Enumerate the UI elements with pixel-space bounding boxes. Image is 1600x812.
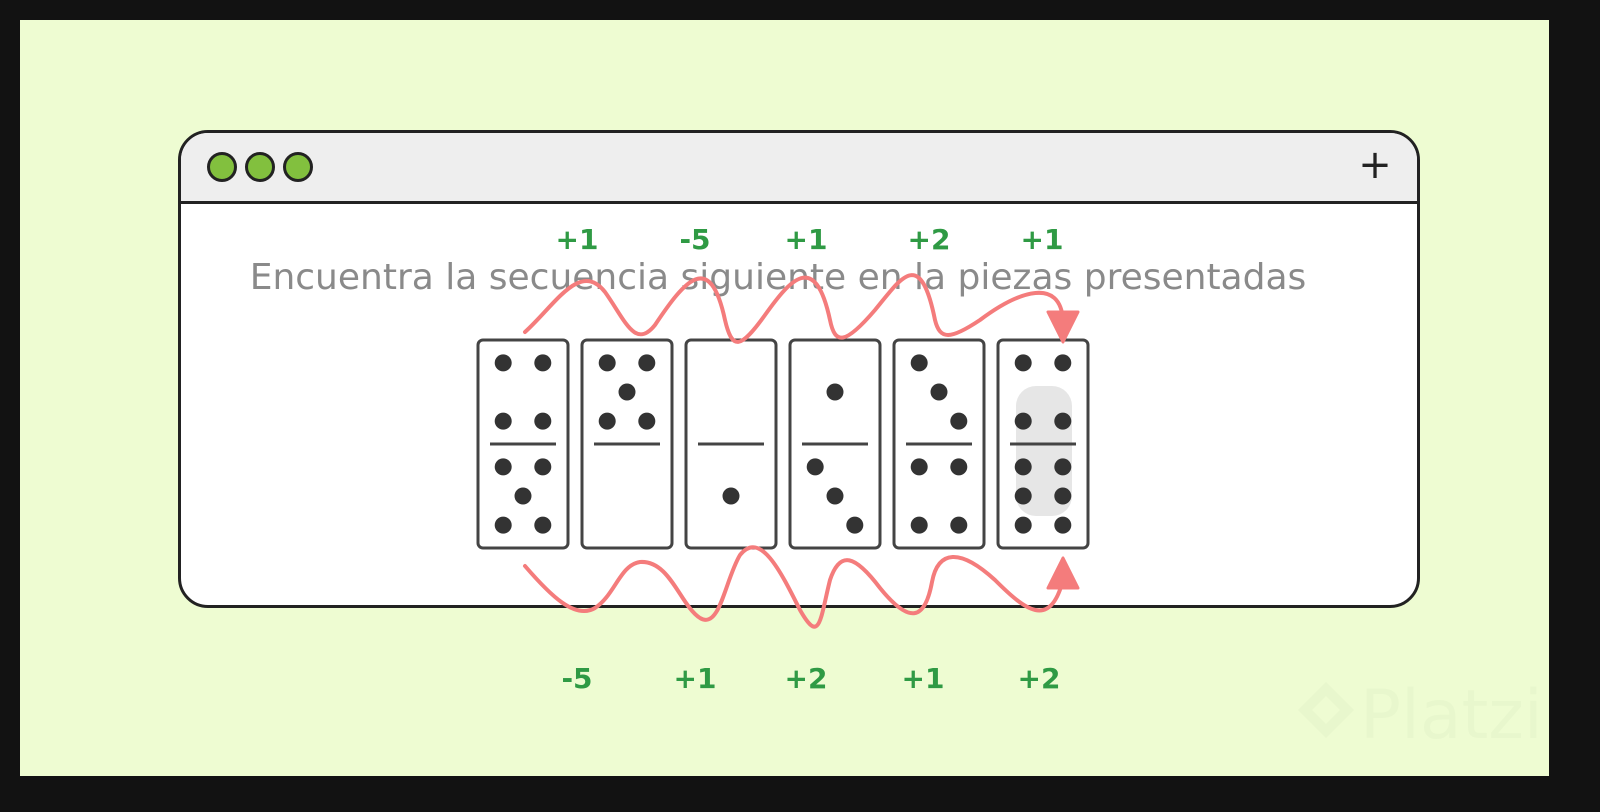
bottom-pip xyxy=(494,516,512,534)
bottom-pip xyxy=(910,516,928,534)
top-pip xyxy=(1014,354,1032,372)
bottom-pip xyxy=(722,487,740,505)
top-pip xyxy=(494,354,512,372)
platzi-watermark: Platzi xyxy=(1298,676,1543,755)
bottom-pip xyxy=(494,458,512,476)
top-pip xyxy=(534,354,552,372)
bottom-pip xyxy=(826,487,844,505)
top-pip xyxy=(1014,412,1032,430)
top-pip xyxy=(638,354,656,372)
bottom-pip xyxy=(1054,458,1072,476)
top-step-label: +2 xyxy=(908,223,951,256)
bottom-sequence-arrow xyxy=(523,545,1065,629)
sequence-arrows xyxy=(523,273,1080,629)
bottom-pip xyxy=(846,516,864,534)
platzi-logo-icon xyxy=(1298,682,1354,738)
bottom-pip xyxy=(1054,487,1072,505)
top-pip xyxy=(638,412,656,430)
top-pip xyxy=(598,412,616,430)
step-labels: +1 -5 +1 +2 +1 -5 +1 +2 +1 +2 xyxy=(556,223,1064,695)
bottom-pip xyxy=(534,516,552,534)
traffic-light-1[interactable] xyxy=(207,152,237,182)
top-pip xyxy=(1054,354,1072,372)
top-sequence-arrow xyxy=(523,273,1065,344)
bottom-pip xyxy=(514,487,532,505)
top-step-label: +1 xyxy=(556,223,599,256)
domino-1 xyxy=(476,338,570,550)
top-step-label: +1 xyxy=(785,223,828,256)
bottom-step-label: +1 xyxy=(674,662,717,695)
top-step-label: +1 xyxy=(1021,223,1064,256)
bottom-pip xyxy=(950,516,968,534)
top-pip xyxy=(1054,412,1072,430)
bottom-pip xyxy=(1014,516,1032,534)
top-pip xyxy=(534,412,552,430)
new-tab-button[interactable]: + xyxy=(1358,142,1392,188)
bottom-step-label: +2 xyxy=(1018,662,1061,695)
traffic-light-2[interactable] xyxy=(245,152,275,182)
window-titlebar: + xyxy=(181,133,1417,204)
instruction-text: Encuentra la secuencia siguiente en la p… xyxy=(250,257,1307,298)
bottom-step-label: +2 xyxy=(785,662,828,695)
domino-5 xyxy=(892,338,986,550)
bottom-step-label: -5 xyxy=(561,662,592,695)
top-pip xyxy=(930,383,948,401)
top-pip xyxy=(950,412,968,430)
bottom-pip xyxy=(1014,458,1032,476)
bottom-pip xyxy=(950,458,968,476)
domino-4 xyxy=(788,338,882,550)
watermark-text: Platzi xyxy=(1360,676,1543,755)
bottom-pip xyxy=(1014,487,1032,505)
top-pip xyxy=(618,383,636,401)
top-pip xyxy=(598,354,616,372)
bottom-arrowhead-icon xyxy=(1046,556,1080,590)
bottom-pip xyxy=(1054,516,1072,534)
domino-row xyxy=(476,338,1090,550)
top-step-label: -5 xyxy=(679,223,710,256)
canvas: + Encuentra la secuencia siguiente en la… xyxy=(20,20,1549,776)
domino-2 xyxy=(580,338,674,550)
bottom-pip xyxy=(534,458,552,476)
top-pip xyxy=(910,354,928,372)
domino-6 xyxy=(996,338,1090,550)
top-pip xyxy=(494,412,512,430)
bottom-step-label: +1 xyxy=(902,662,945,695)
domino-3 xyxy=(684,338,778,550)
diagram-overlay: Encuentra la secuencia siguiente en la p… xyxy=(250,223,1543,755)
traffic-light-3[interactable] xyxy=(283,152,313,182)
top-arrowhead-icon xyxy=(1046,310,1080,344)
top-pip xyxy=(826,383,844,401)
bottom-pip xyxy=(806,458,824,476)
bottom-pip xyxy=(910,458,928,476)
